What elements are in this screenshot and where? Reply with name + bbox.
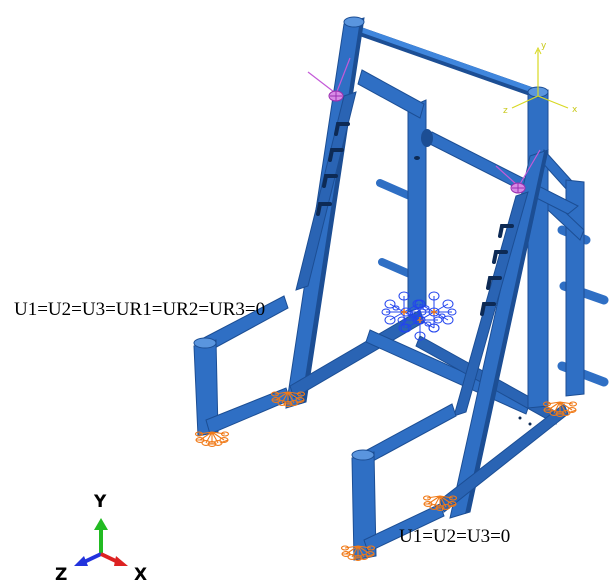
load-marker-right	[510, 182, 526, 194]
triad-x-arrow	[100, 552, 128, 566]
local-csys: y z x	[503, 41, 578, 116]
csys-y-label: y	[541, 41, 547, 51]
csys-x-label: x	[572, 105, 578, 115]
triad-y-arrow	[94, 518, 108, 554]
load-marker-left	[328, 90, 344, 102]
triad-y-label: Y	[93, 492, 107, 512]
view-triad: Y Z X	[55, 492, 147, 583]
j-hooks-right	[480, 224, 514, 316]
left-side-frame[interactable]	[193, 16, 425, 437]
pin-marker-front-right	[340, 545, 376, 561]
top-crossbar[interactable]	[351, 25, 543, 99]
load-markers[interactable]	[307, 57, 541, 194]
triad-z-arrow	[74, 552, 102, 566]
pin-marker-mid-right	[422, 495, 458, 511]
j-hooks-left	[316, 122, 350, 216]
right-side-frame[interactable]	[351, 149, 569, 561]
triad-x-label: X	[134, 565, 147, 583]
triad-z-label: Z	[55, 565, 67, 583]
pin-marker-front-left	[194, 431, 230, 447]
squat-rack-frame[interactable]	[193, 16, 609, 561]
pinned-bc-annotation: U1=U2=U3=0	[399, 526, 510, 547]
fixed-bc-annotation: U1=U2=U3=UR1=UR2=UR3=0	[14, 299, 265, 320]
base-rails[interactable]	[289, 309, 561, 426]
csys-z-label: z	[503, 106, 508, 116]
right-rear-upright[interactable]	[527, 86, 585, 409]
